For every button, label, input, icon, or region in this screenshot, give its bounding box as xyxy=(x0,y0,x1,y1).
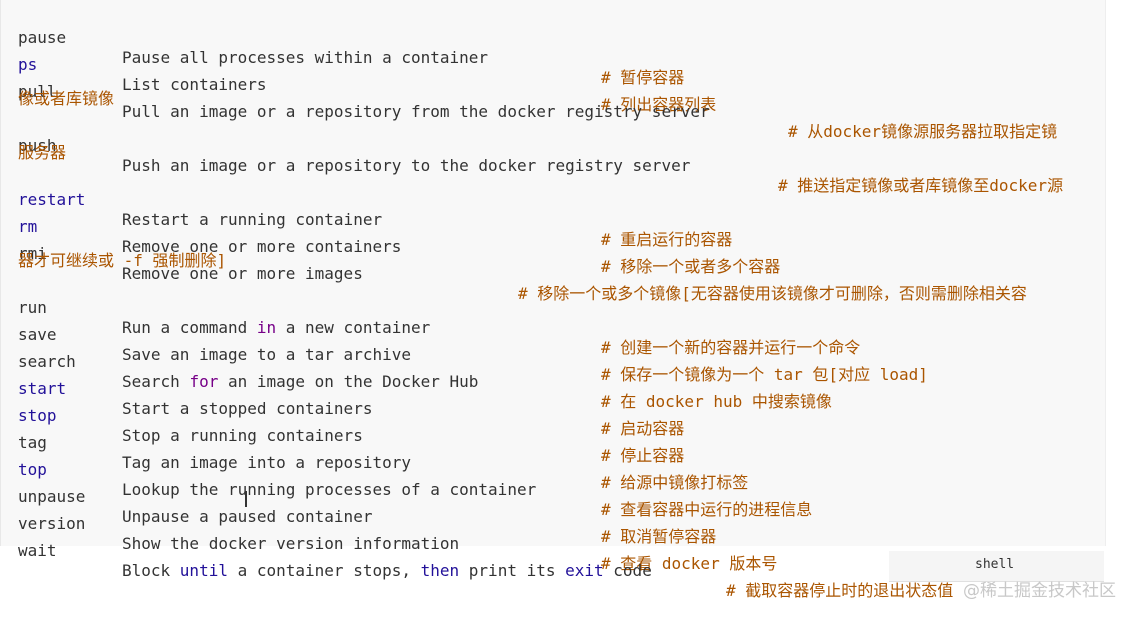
code-line-pause: pause Pause all processes within a conta… xyxy=(18,8,684,108)
command-comment: # 给源中镜像打标签 xyxy=(601,473,749,492)
comment-continuation: 像或者库镜像 xyxy=(18,89,115,108)
code-language-bar[interactable] xyxy=(889,551,1104,582)
command-description: Show the docker version information xyxy=(122,534,460,553)
command-description: Lookup the running processes of a contai… xyxy=(122,480,537,499)
keyword: exit xyxy=(565,561,604,580)
keyword: for xyxy=(189,372,219,391)
command-name: wait xyxy=(18,541,57,560)
command-description: Unpause a paused container xyxy=(122,507,373,526)
command-name: rm xyxy=(18,217,38,236)
command-name: version xyxy=(18,514,86,533)
code-line-top: top Lookup the running processes of a co… xyxy=(18,440,812,540)
command-name: pull xyxy=(18,82,57,101)
command-name: pause xyxy=(18,28,67,47)
command-name: tag xyxy=(18,433,47,452)
command-comment: # 推送指定镜像或者库镜像至docker源 xyxy=(778,176,1064,195)
comment-continuation: 服务器 xyxy=(18,143,67,162)
comment-continuation: 器才可继续或 -f 强制删除] xyxy=(18,251,227,270)
code-line-version: version Show the docker version informat… xyxy=(18,494,777,594)
command-comment: # 列出容器列表 xyxy=(601,95,717,114)
command-name: run xyxy=(18,298,47,317)
code-line-restart: restart Restart a running container # 重启… xyxy=(18,170,732,270)
command-comment: # 创建一个新的容器并运行一个命令 xyxy=(601,338,861,357)
command-comment: # 移除一个或多个镜像[无容器使用该镜像才可删除，否则需删除相关容 xyxy=(518,284,1027,303)
code-line-search: search Search for an image on the Docker… xyxy=(18,332,832,432)
command-comment: # 启动容器 xyxy=(601,419,685,438)
keyword: then xyxy=(420,561,460,580)
code-line-push: push Push an image or a repository to th… xyxy=(18,116,1063,216)
command-description: Start a stopped containers xyxy=(122,399,373,418)
command-comment: # 重启运行的容器 xyxy=(601,230,733,249)
code-line-stop: stop Stop a running containers # 停止容器 xyxy=(18,386,684,486)
command-description: Block until a container stops, then prin… xyxy=(122,561,652,580)
command-description: Tag an image into a repository xyxy=(122,453,411,472)
command-description: Pull an image or a repository from the d… xyxy=(122,102,710,121)
command-description: Pause all processes within a container xyxy=(122,48,489,67)
command-description: List containers xyxy=(122,75,267,94)
command-comment: # 暂停容器 xyxy=(601,68,685,87)
command-comment: # 从docker镜像源服务器拉取指定镜 xyxy=(788,122,1058,141)
command-description: Save an image to a tar archive xyxy=(122,345,411,364)
command-name: restart xyxy=(18,190,86,209)
code-line-rmi: rmi Remove one or more images # 移除一个或多个镜… xyxy=(18,224,1027,324)
code-block: pause Pause all processes within a conta… xyxy=(0,0,1106,600)
command-name: ps xyxy=(18,55,38,74)
command-name: top xyxy=(18,460,47,479)
command-comment: # 取消暂停容器 xyxy=(601,527,717,546)
code-line-unpause: unpause Unpause a paused container # 取消暂… xyxy=(18,467,716,567)
command-name: unpause xyxy=(18,487,86,506)
command-description: Remove one or more images xyxy=(122,264,363,283)
code-line-ps: ps List containers # 列出容器列表 xyxy=(18,35,716,135)
command-name: rmi xyxy=(18,244,47,263)
command-comment: # 移除一个或者多个容器 xyxy=(601,257,781,276)
command-comment: # 在 docker hub 中搜索镜像 xyxy=(601,392,832,411)
command-comment: # 查看容器中运行的进程信息 xyxy=(601,500,813,519)
keyword: in xyxy=(256,318,277,337)
command-description: Search for an image on the Docker Hub xyxy=(122,372,479,391)
command-comment: # 查看 docker 版本号 xyxy=(601,554,778,573)
text-cursor-icon xyxy=(245,491,247,507)
code-line-rm: rm Remove one or more containers # 移除一个或… xyxy=(18,197,780,297)
command-name: start xyxy=(18,379,67,398)
code-line-run: run Run a command in a new container # 创… xyxy=(18,278,860,378)
code-language-label[interactable]: shell xyxy=(975,557,1015,572)
code-line-tag: tag Tag an image into a repository # 给源中… xyxy=(18,413,748,513)
command-name: push xyxy=(18,136,57,155)
command-description: Restart a running container xyxy=(122,210,383,229)
command-description: Push an image or a repository to the doc… xyxy=(122,156,691,175)
watermark: @稀土掘金技术社区 xyxy=(963,581,1116,601)
command-comment: # 保存一个镜像为一个 tar 包[对应 load] xyxy=(601,365,928,384)
code-line-save: save Save an image to a tar archive # 保存… xyxy=(18,305,928,405)
command-description: Remove one or more containers xyxy=(122,237,402,256)
keyword: until xyxy=(179,561,228,580)
command-comment: # 停止容器 xyxy=(601,446,685,465)
command-name: search xyxy=(18,352,76,371)
command-name: save xyxy=(18,325,57,344)
command-description: Run a command in a new container xyxy=(122,318,431,337)
command-description: Stop a running containers xyxy=(122,426,363,445)
code-line-wait: wait Block until a container stops, then… xyxy=(18,521,953,621)
command-comment: # 截取容器停止时的退出状态值 xyxy=(726,581,954,600)
code-line-pull: pull Pull an image or a repository from … xyxy=(18,62,1057,162)
command-name: stop xyxy=(18,406,57,425)
code-line-start: start Start a stopped containers # 启动容器 xyxy=(18,359,684,459)
